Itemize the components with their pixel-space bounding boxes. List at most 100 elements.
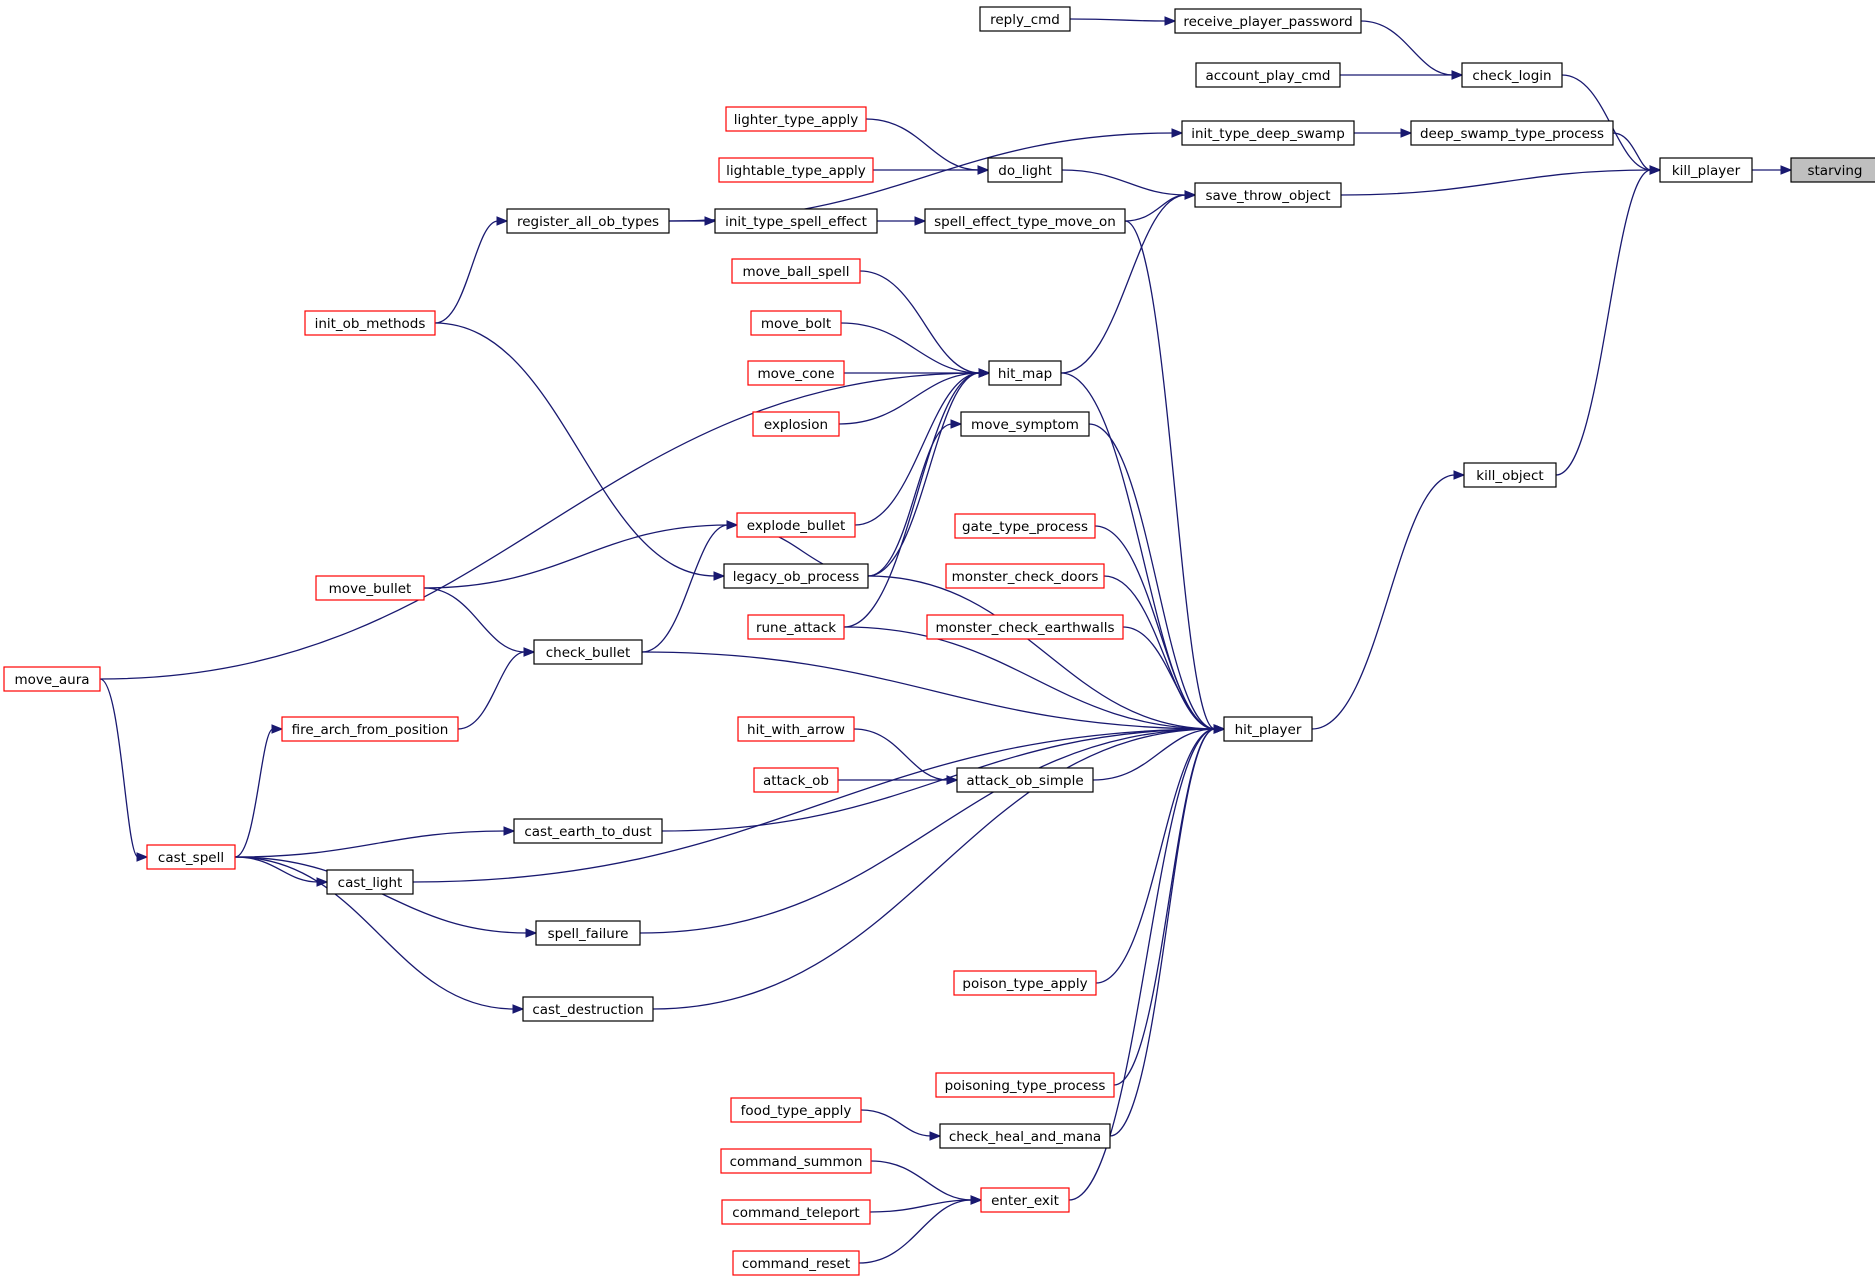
node-cast_light[interactable]: cast_light (326, 869, 414, 895)
arrowhead (946, 775, 959, 785)
node-kill_player[interactable]: kill_player (1659, 157, 1753, 183)
node-label: check_bullet (546, 645, 631, 661)
node-do_light[interactable]: do_light (987, 157, 1063, 183)
node-explosion[interactable]: explosion (752, 411, 840, 437)
node-move_cone[interactable]: move_cone (747, 360, 845, 386)
node-cast_spell[interactable]: cast_spell (146, 844, 236, 870)
node-init_ob_methods[interactable]: init_ob_methods (304, 310, 436, 336)
node-monster_check_earthwalls[interactable]: monster_check_earthwalls (926, 614, 1124, 640)
node-monster_check_doors[interactable]: monster_check_doors (945, 563, 1105, 589)
arrowhead (1164, 16, 1177, 26)
node-legacy_ob_process[interactable]: legacy_ob_process (723, 563, 869, 589)
node-box (730, 1097, 862, 1123)
node-box (725, 106, 867, 132)
edge-rune_attack-to-hit_player (843, 626, 1226, 734)
node-init_type_deep_swamp[interactable]: init_type_deep_swamp (1181, 120, 1355, 146)
node-label: cast_light (338, 875, 403, 891)
node-box (1194, 182, 1342, 208)
node-label: explosion (764, 417, 828, 433)
edge-move_aura-to-cast_spell (99, 678, 149, 862)
node-receive_player_password[interactable]: receive_player_password (1174, 8, 1362, 34)
node-label: save_throw_object (1205, 188, 1330, 204)
node-hit_with_arrow[interactable]: hit_with_arrow (737, 716, 855, 742)
node-box (926, 614, 1124, 640)
node-label: move_ball_spell (743, 264, 850, 280)
edge-line (412, 728, 1216, 883)
node-enter_exit[interactable]: enter_exit (980, 1187, 1070, 1213)
node-label: receive_player_password (1183, 14, 1352, 30)
node-account_play_cmd[interactable]: account_play_cmd (1195, 62, 1341, 88)
node-label: rune_attack (756, 620, 836, 636)
node-init_type_spell_effect[interactable]: init_type_spell_effect (714, 208, 878, 234)
edge-lighter_type_apply-to-do_light (865, 118, 990, 175)
node-lightable_type_apply[interactable]: lightable_type_apply (718, 157, 874, 183)
edge-move_bolt-to-hit_map (840, 322, 991, 378)
edge-line (423, 587, 526, 653)
node-attack_ob_simple[interactable]: attack_ob_simple (956, 767, 1094, 793)
edge-kill_object-to-kill_player (1555, 165, 1662, 476)
node-check_login[interactable]: check_login (1461, 62, 1563, 88)
edge-line (1061, 169, 1187, 196)
node-box (731, 258, 861, 284)
edge-init_ob_methods-to-legacy_ob_process (434, 322, 726, 581)
edge-init_type_deep_swamp-to-deep_swamp_type_process (1354, 128, 1413, 138)
node-food_type_apply[interactable]: food_type_apply (730, 1097, 862, 1123)
arrowhead (978, 368, 991, 378)
node-move_aura[interactable]: move_aura (3, 666, 101, 692)
node-hit_player[interactable]: hit_player (1223, 716, 1313, 742)
arrowhead (704, 216, 717, 226)
node-spell_failure[interactable]: spell_failure (535, 920, 641, 946)
node-command_teleport[interactable]: command_teleport (721, 1199, 871, 1225)
node-label: init_ob_methods (315, 316, 426, 332)
node-box (960, 411, 1090, 437)
node-move_bullet[interactable]: move_bullet (315, 575, 425, 601)
edge-line (99, 372, 981, 680)
node-rune_attack[interactable]: rune_attack (747, 614, 845, 640)
node-label: move_aura (14, 672, 89, 688)
node-save_throw_object[interactable]: save_throw_object (1194, 182, 1342, 208)
edge-line (234, 728, 274, 858)
node-spell_effect_type_move_on[interactable]: spell_effect_type_move_on (924, 208, 1126, 234)
node-hit_map[interactable]: hit_map (988, 360, 1062, 386)
arrowhead (726, 520, 739, 530)
node-kill_object[interactable]: kill_object (1463, 462, 1557, 488)
node-box (506, 208, 670, 234)
node-reply_cmd[interactable]: reply_cmd (979, 6, 1071, 32)
node-command_reset[interactable]: command_reset (732, 1250, 860, 1276)
node-move_symptom[interactable]: move_symptom (960, 411, 1090, 437)
node-box (1659, 157, 1753, 183)
node-attack_ob[interactable]: attack_ob (753, 767, 839, 793)
node-register_all_ob_types[interactable]: register_all_ob_types (506, 208, 670, 234)
node-box (3, 666, 101, 692)
node-move_ball_spell[interactable]: move_ball_spell (731, 258, 861, 284)
edge-cast_spell-to-fire_arch_from_position (234, 724, 284, 858)
node-move_bolt[interactable]: move_bolt (750, 310, 842, 336)
node-box (945, 563, 1105, 589)
edge-line (1612, 132, 1652, 171)
node-poisoning_type_process[interactable]: poisoning_type_process (935, 1072, 1115, 1098)
edge-line (854, 372, 981, 526)
node-explode_bullet[interactable]: explode_bullet (736, 512, 856, 538)
node-fire_arch_from_position[interactable]: fire_arch_from_position (281, 716, 459, 742)
node-check_bullet[interactable]: check_bullet (533, 639, 643, 665)
edge-line (1088, 423, 1216, 730)
node-command_summon[interactable]: command_summon (720, 1148, 872, 1174)
node-cast_destruction[interactable]: cast_destruction (522, 996, 654, 1022)
edge-line (843, 372, 981, 628)
node-deep_swamp_type_process[interactable]: deep_swamp_type_process (1410, 120, 1614, 146)
node-poison_type_apply[interactable]: poison_type_apply (953, 970, 1097, 996)
node-starving[interactable]: starving (1790, 157, 1875, 183)
edge-line (1555, 169, 1652, 476)
edge-command_summon-to-enter_exit (870, 1160, 983, 1205)
edge-line (838, 372, 981, 425)
node-label: deep_swamp_type_process (1420, 126, 1604, 142)
edge-line (1094, 525, 1216, 730)
node-gate_type_process[interactable]: gate_type_process (954, 513, 1096, 539)
edge-line (843, 626, 1216, 730)
node-check_heal_and_mana[interactable]: check_heal_and_mana (939, 1123, 1111, 1149)
node-cast_earth_to_dust[interactable]: cast_earth_to_dust (513, 818, 663, 844)
node-label: legacy_ob_process (733, 569, 860, 585)
node-lighter_type_apply[interactable]: lighter_type_apply (725, 106, 867, 132)
node-label: move_bolt (761, 316, 831, 332)
